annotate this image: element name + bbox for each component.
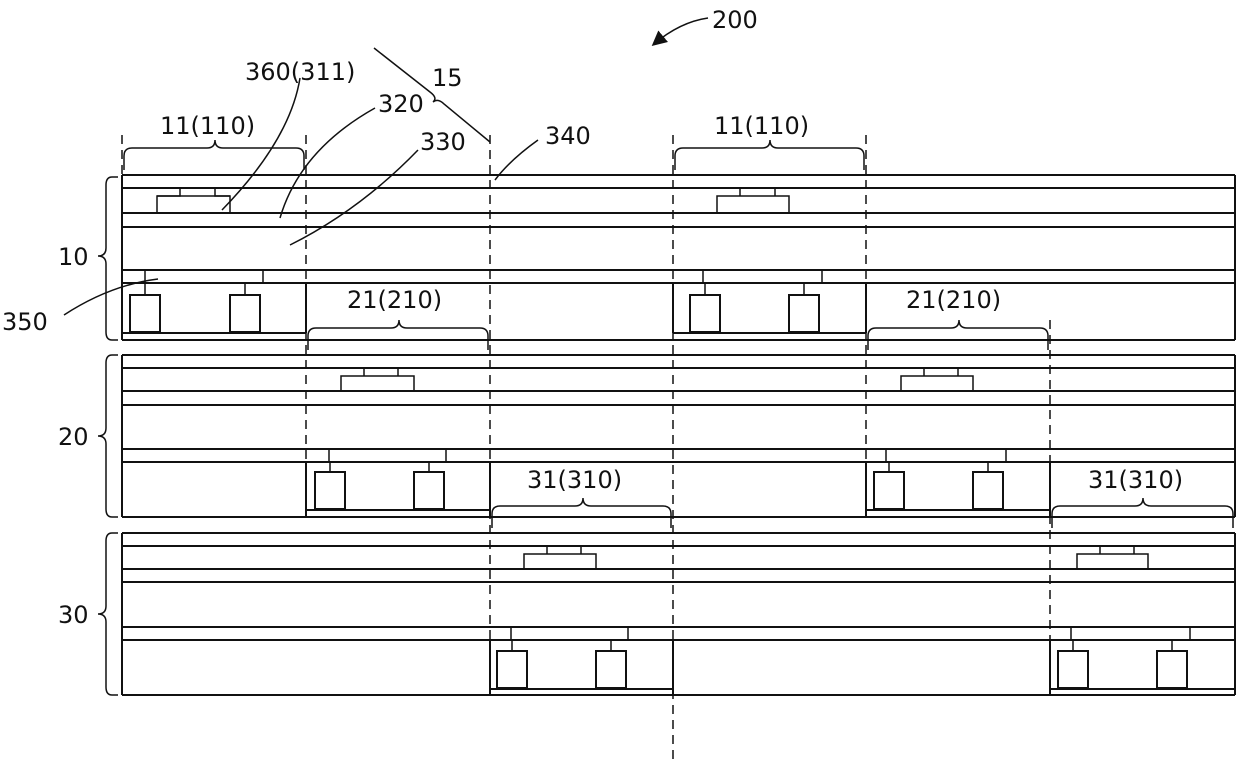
callout-15: 15 — [432, 64, 463, 92]
unit-21-label-right: 21(210) — [906, 286, 1001, 314]
module-label-10: 10 — [58, 243, 89, 271]
unit-31-label-right: 31(310) — [1088, 466, 1183, 494]
module-20 — [122, 355, 1235, 517]
unit-11-label-right: 11(110) — [714, 112, 809, 140]
module-10 — [122, 175, 1235, 340]
callout-360: 360(311) — [245, 58, 355, 86]
unit-21-label-left: 21(210) — [347, 286, 442, 314]
module-label-30: 30 — [58, 601, 89, 629]
unit-11-label-left: 11(110) — [160, 112, 255, 140]
callout-350: 350 — [2, 308, 48, 336]
leader-lines — [64, 78, 538, 315]
figure-number-arrow — [654, 18, 708, 44]
callout-320: 320 — [378, 90, 424, 118]
module-label-20: 20 — [58, 423, 89, 451]
module-30 — [122, 533, 1235, 695]
callout-340: 340 — [545, 122, 591, 150]
unit-31-label-left: 31(310) — [527, 466, 622, 494]
callout-330: 330 — [420, 128, 466, 156]
figure-number: 200 — [712, 6, 758, 34]
